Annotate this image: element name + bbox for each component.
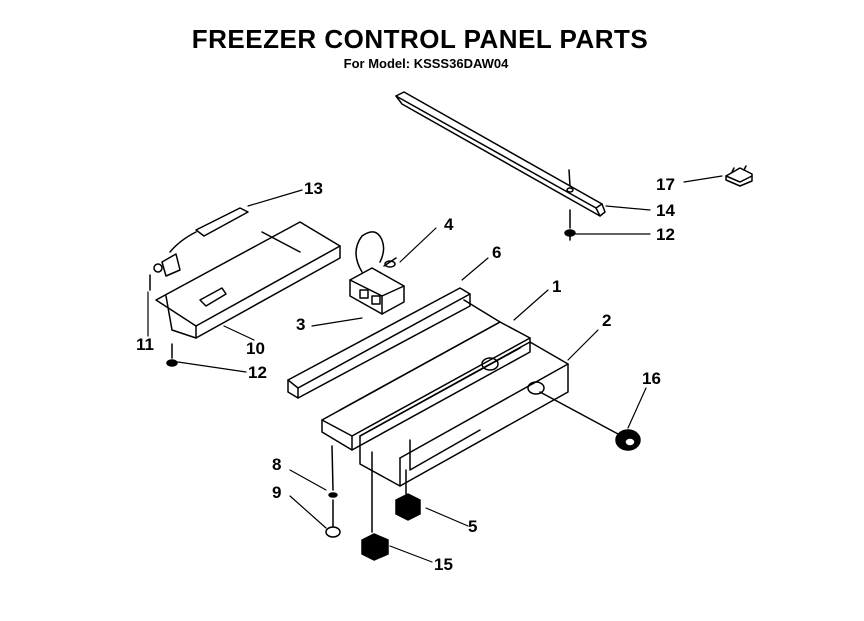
callout-3: 3 xyxy=(296,315,306,334)
part-10-rail xyxy=(155,221,341,339)
callout-2: 2 xyxy=(602,311,612,330)
model-label: For Model: xyxy=(343,56,411,71)
part-9-washer xyxy=(325,499,341,538)
callout-12-right: 12 xyxy=(656,225,675,244)
part-4-screw xyxy=(383,257,397,268)
callout-9: 9 xyxy=(272,483,282,502)
model-line: For Model: KSSS36DAW04 xyxy=(0,56,858,71)
callout-5: 5 xyxy=(468,517,478,536)
part-5-switch xyxy=(395,469,421,521)
callout-16: 16 xyxy=(642,369,661,388)
part-14-bracket xyxy=(395,91,606,217)
callout-8: 8 xyxy=(272,455,282,474)
callout-12-left: 12 xyxy=(248,363,267,382)
callout-4: 4 xyxy=(444,215,454,234)
part-12-screw-right xyxy=(564,209,576,241)
part-3-control xyxy=(349,231,405,315)
callout-17: 17 xyxy=(656,175,675,194)
callout-13: 13 xyxy=(304,179,323,198)
part-13-sensor xyxy=(153,207,249,277)
part-16-knob xyxy=(539,391,641,451)
callout-15: 15 xyxy=(434,555,453,574)
callout-14: 14 xyxy=(656,201,675,220)
part-1-housing xyxy=(321,299,531,451)
callout-1: 1 xyxy=(552,277,562,296)
part-8-screw xyxy=(328,445,338,498)
part-17-clip xyxy=(725,165,753,187)
part-6-foam-strip xyxy=(287,287,471,399)
callout-6: 6 xyxy=(492,243,502,262)
leader-lines xyxy=(147,175,723,563)
callout-10: 10 xyxy=(246,339,265,358)
diagram-title: FREEZER CONTROL PANEL PARTS xyxy=(191,24,649,54)
model-number: KSSS36DAW04 xyxy=(413,56,509,71)
part-15-switch xyxy=(361,451,389,561)
page-title: FREEZER CONTROL PANEL PARTS xyxy=(0,24,852,55)
part-2-front-panel xyxy=(359,341,569,487)
callout-11: 11 xyxy=(136,335,154,354)
part-12-screw-left xyxy=(166,343,178,367)
